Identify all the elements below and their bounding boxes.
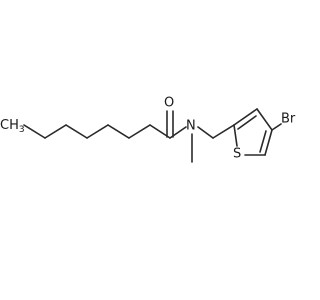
bond-c6-c5 [65, 124, 88, 139]
bond-s-c2 [233, 124, 238, 147]
oxygen-label: O [164, 96, 174, 111]
bond-c2-c3-inner [237, 115, 257, 130]
methyl-label-main: CH [0, 118, 19, 133]
methyl-label-subscript: 3 [19, 125, 25, 135]
molecule-structure: O N S Br CH3 [0, 96, 296, 163]
bond-c4-c5-inner [259, 130, 267, 153]
bromine-label: Br [281, 112, 296, 127]
sulfur-label: S [233, 147, 241, 162]
bond-c8-c7 [23, 124, 46, 139]
bond-c4-c3 [107, 124, 130, 139]
bond-c3-c4 [256, 108, 273, 131]
bond-c7-c6 [44, 124, 67, 139]
nitrogen-label: N [186, 119, 196, 134]
bond-n-ch2 [197, 126, 214, 139]
bond-c4-br [271, 123, 282, 131]
bond-c4-c5 [264, 129, 273, 156]
bond-c1-n [169, 126, 187, 139]
bond-c3-c2 [128, 124, 151, 139]
bond-c5-c4 [86, 124, 109, 139]
bond-c2-c3 [233, 108, 258, 126]
bond-ch2-ring [212, 124, 235, 139]
methyl-label: CH3 [0, 118, 25, 135]
